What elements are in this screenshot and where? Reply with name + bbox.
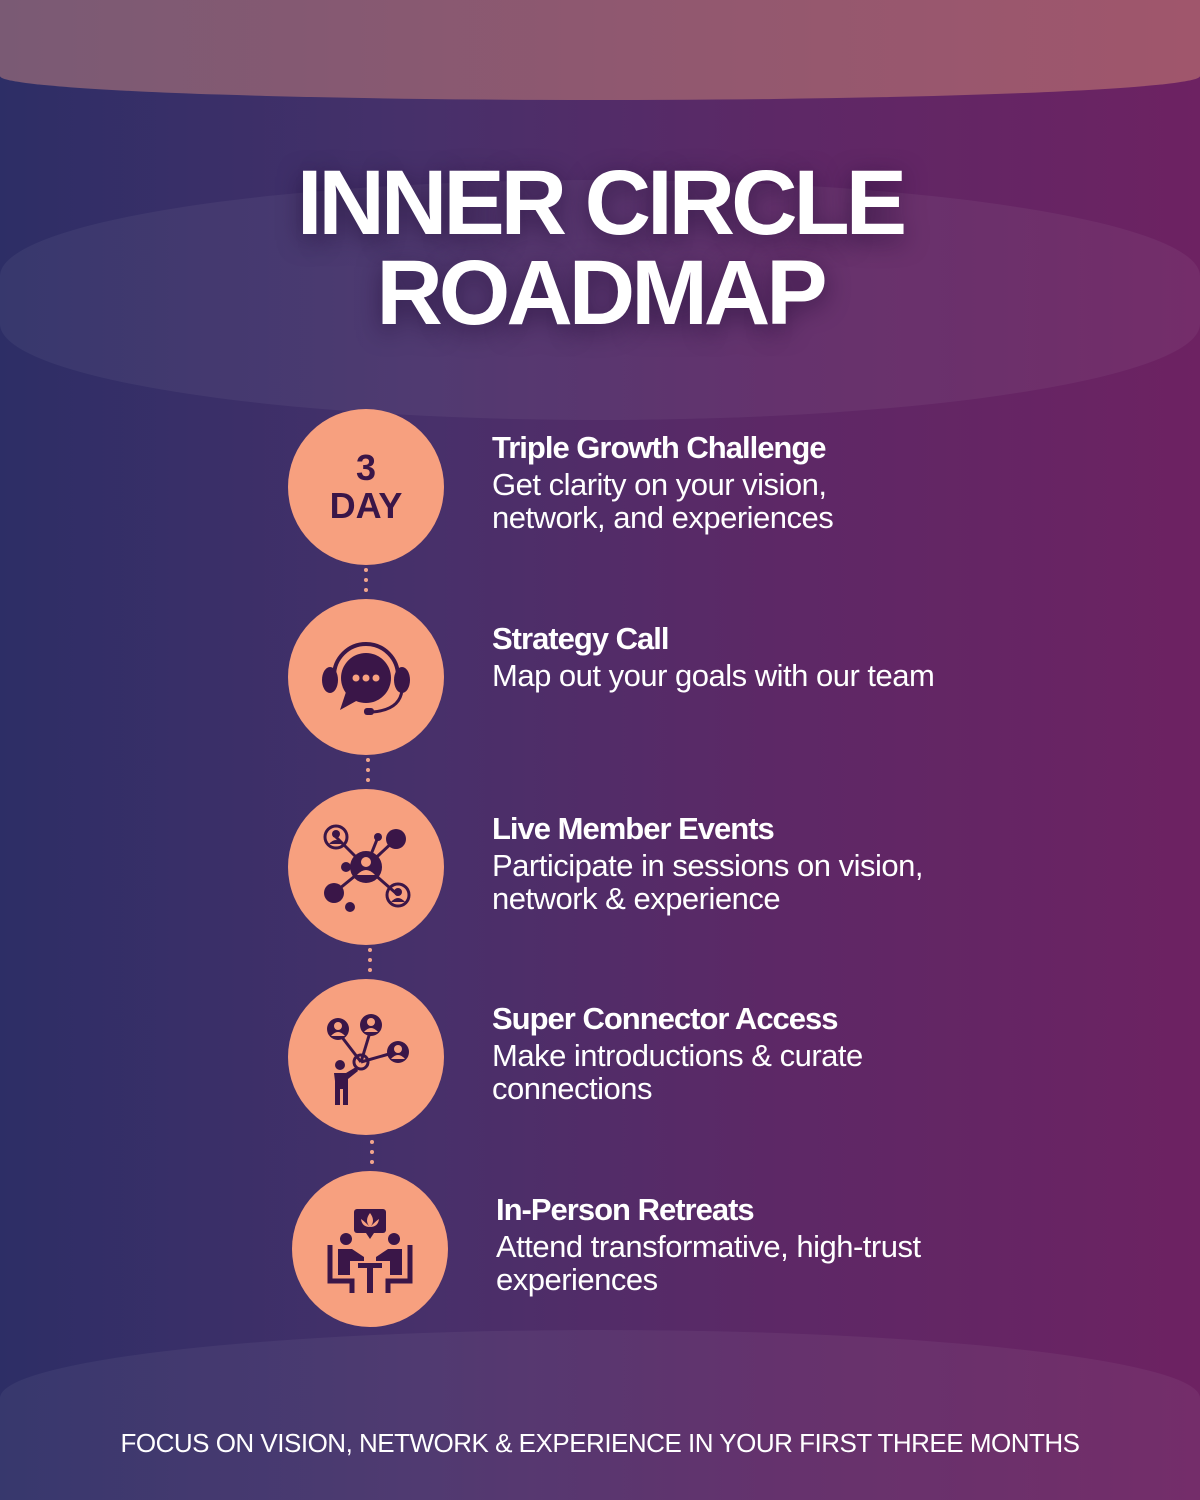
network-people-icon bbox=[323, 824, 411, 912]
step-description: Make introductions & curate connections bbox=[492, 1038, 863, 1106]
step-2-text: Strategy Call Map out your goals with ou… bbox=[492, 621, 1012, 692]
page-title: INNER CIRCLE ROADMAP bbox=[0, 152, 1200, 344]
connector-dots bbox=[364, 568, 368, 598]
retreat-meeting-icon bbox=[327, 1209, 413, 1293]
connector-dots bbox=[368, 948, 372, 978]
step-heading: Live Member Events bbox=[492, 811, 775, 846]
top-band bbox=[0, 0, 1200, 100]
step-description: Participate in sessions on vision, netwo… bbox=[492, 848, 924, 916]
background-wave bbox=[0, 180, 1200, 420]
step-heading: Strategy Call bbox=[492, 621, 670, 656]
step-1-text: Triple Growth Challenge Get clarity on y… bbox=[492, 430, 1012, 534]
badge-number: 3 bbox=[355, 447, 376, 488]
step-3-badge bbox=[288, 789, 444, 945]
headset-chat-icon bbox=[322, 642, 410, 715]
step-3-text: Live Member Events Participate in sessio… bbox=[492, 811, 1012, 915]
step-2-badge bbox=[288, 599, 444, 755]
title-line-1: INNER CIRCLE bbox=[296, 152, 907, 254]
title-line-2: ROADMAP bbox=[376, 242, 827, 344]
connector-dots bbox=[366, 758, 370, 788]
connector-dots bbox=[370, 1140, 374, 1170]
step-4-text: Super Connector Access Make introduction… bbox=[492, 1001, 1012, 1105]
step-5-badge bbox=[292, 1171, 448, 1327]
badge-unit: DAY bbox=[329, 485, 403, 526]
step-heading: In-Person Retreats bbox=[496, 1192, 755, 1227]
step-heading: Super Connector Access bbox=[492, 1001, 839, 1036]
footer-tagline: FOCUS ON VISION, NETWORK & EXPERIENCE IN… bbox=[120, 1428, 1080, 1458]
background-wave bbox=[0, 1330, 1200, 1500]
step-heading: Triple Growth Challenge bbox=[492, 430, 827, 465]
step-description: Attend transformative, high-trust experi… bbox=[496, 1229, 921, 1297]
step-5-text: In-Person Retreats Attend transformative… bbox=[496, 1192, 1016, 1296]
step-description: Get clarity on your vision, network, and… bbox=[492, 467, 834, 535]
step-description: Map out your goals with our team bbox=[492, 658, 935, 693]
connector-person-icon bbox=[327, 1014, 409, 1105]
step-4-badge bbox=[288, 979, 444, 1135]
